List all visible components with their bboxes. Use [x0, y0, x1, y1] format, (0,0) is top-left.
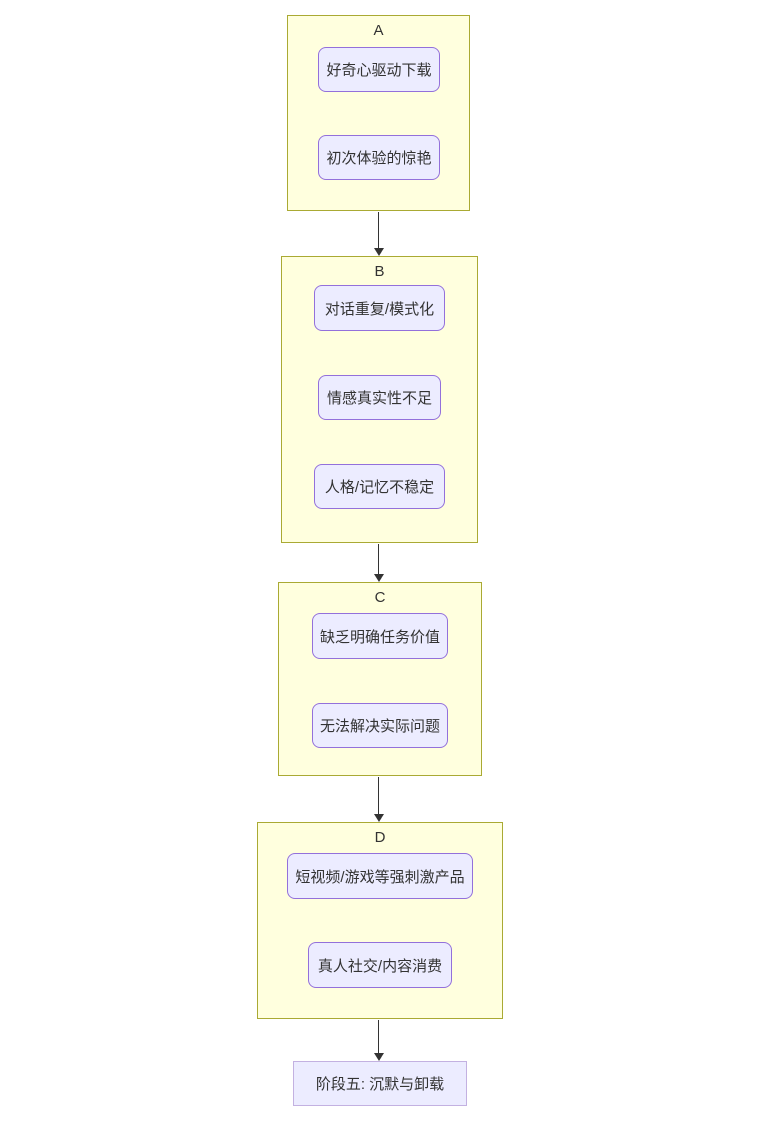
- node-insufficient-emotional-authenticity: 情感真实性不足: [318, 375, 441, 420]
- node-unstable-persona-memory: 人格/记忆不稳定: [314, 464, 445, 509]
- node-label: 缺乏明确任务价值: [319, 628, 440, 646]
- node-label: 情感真实性不足: [326, 390, 432, 407]
- subgraph-c-title: C: [374, 589, 386, 606]
- node-real-social-content-consumption: 真人社交/内容消费: [308, 942, 452, 988]
- subgraph-a: A: [287, 15, 470, 211]
- edge-b-c-line: [378, 544, 379, 574]
- edge-d-terminal-line: [378, 1020, 379, 1053]
- edge-c-d-line: [378, 777, 379, 814]
- subgraph-b-title: B: [374, 263, 385, 280]
- edge-a-b-arrowhead-icon: [374, 248, 384, 256]
- node-cannot-solve-real-problems: 无法解决实际问题: [312, 703, 448, 748]
- node-label: 阶段五: 沉默与卸载: [315, 1076, 445, 1093]
- subgraph-d-title: D: [374, 829, 386, 846]
- node-first-experience-wow: 初次体验的惊艳: [318, 135, 440, 180]
- subgraph-a-title: A: [373, 22, 384, 39]
- edge-d-terminal-arrowhead-icon: [374, 1053, 384, 1061]
- node-high-stimulation-products: 短视频/游戏等强刺激产品: [287, 853, 473, 899]
- node-lack-clear-task-value: 缺乏明确任务价值: [312, 613, 448, 659]
- subgraph-d: D: [257, 822, 503, 1019]
- edge-b-c-arrowhead-icon: [374, 574, 384, 582]
- node-label: 真人社交/内容消费: [317, 957, 443, 975]
- node-label: 无法解决实际问题: [319, 718, 440, 735]
- node-repetitive-patterned-dialogue: 对话重复/模式化: [314, 285, 445, 331]
- node-label: 好奇心驱动下载: [326, 62, 432, 79]
- node-stage-five-silence-uninstall: 阶段五: 沉默与卸载: [293, 1061, 467, 1106]
- node-curiosity-driven-download: 好奇心驱动下载: [318, 47, 440, 92]
- edge-a-b-line: [378, 212, 379, 248]
- node-label: 短视频/游戏等强刺激产品: [295, 868, 465, 886]
- node-label: 初次体验的惊艳: [326, 150, 432, 167]
- edge-c-d-arrowhead-icon: [374, 814, 384, 822]
- node-label: 对话重复/模式化: [324, 300, 435, 318]
- node-label: 人格/记忆不稳定: [324, 479, 435, 496]
